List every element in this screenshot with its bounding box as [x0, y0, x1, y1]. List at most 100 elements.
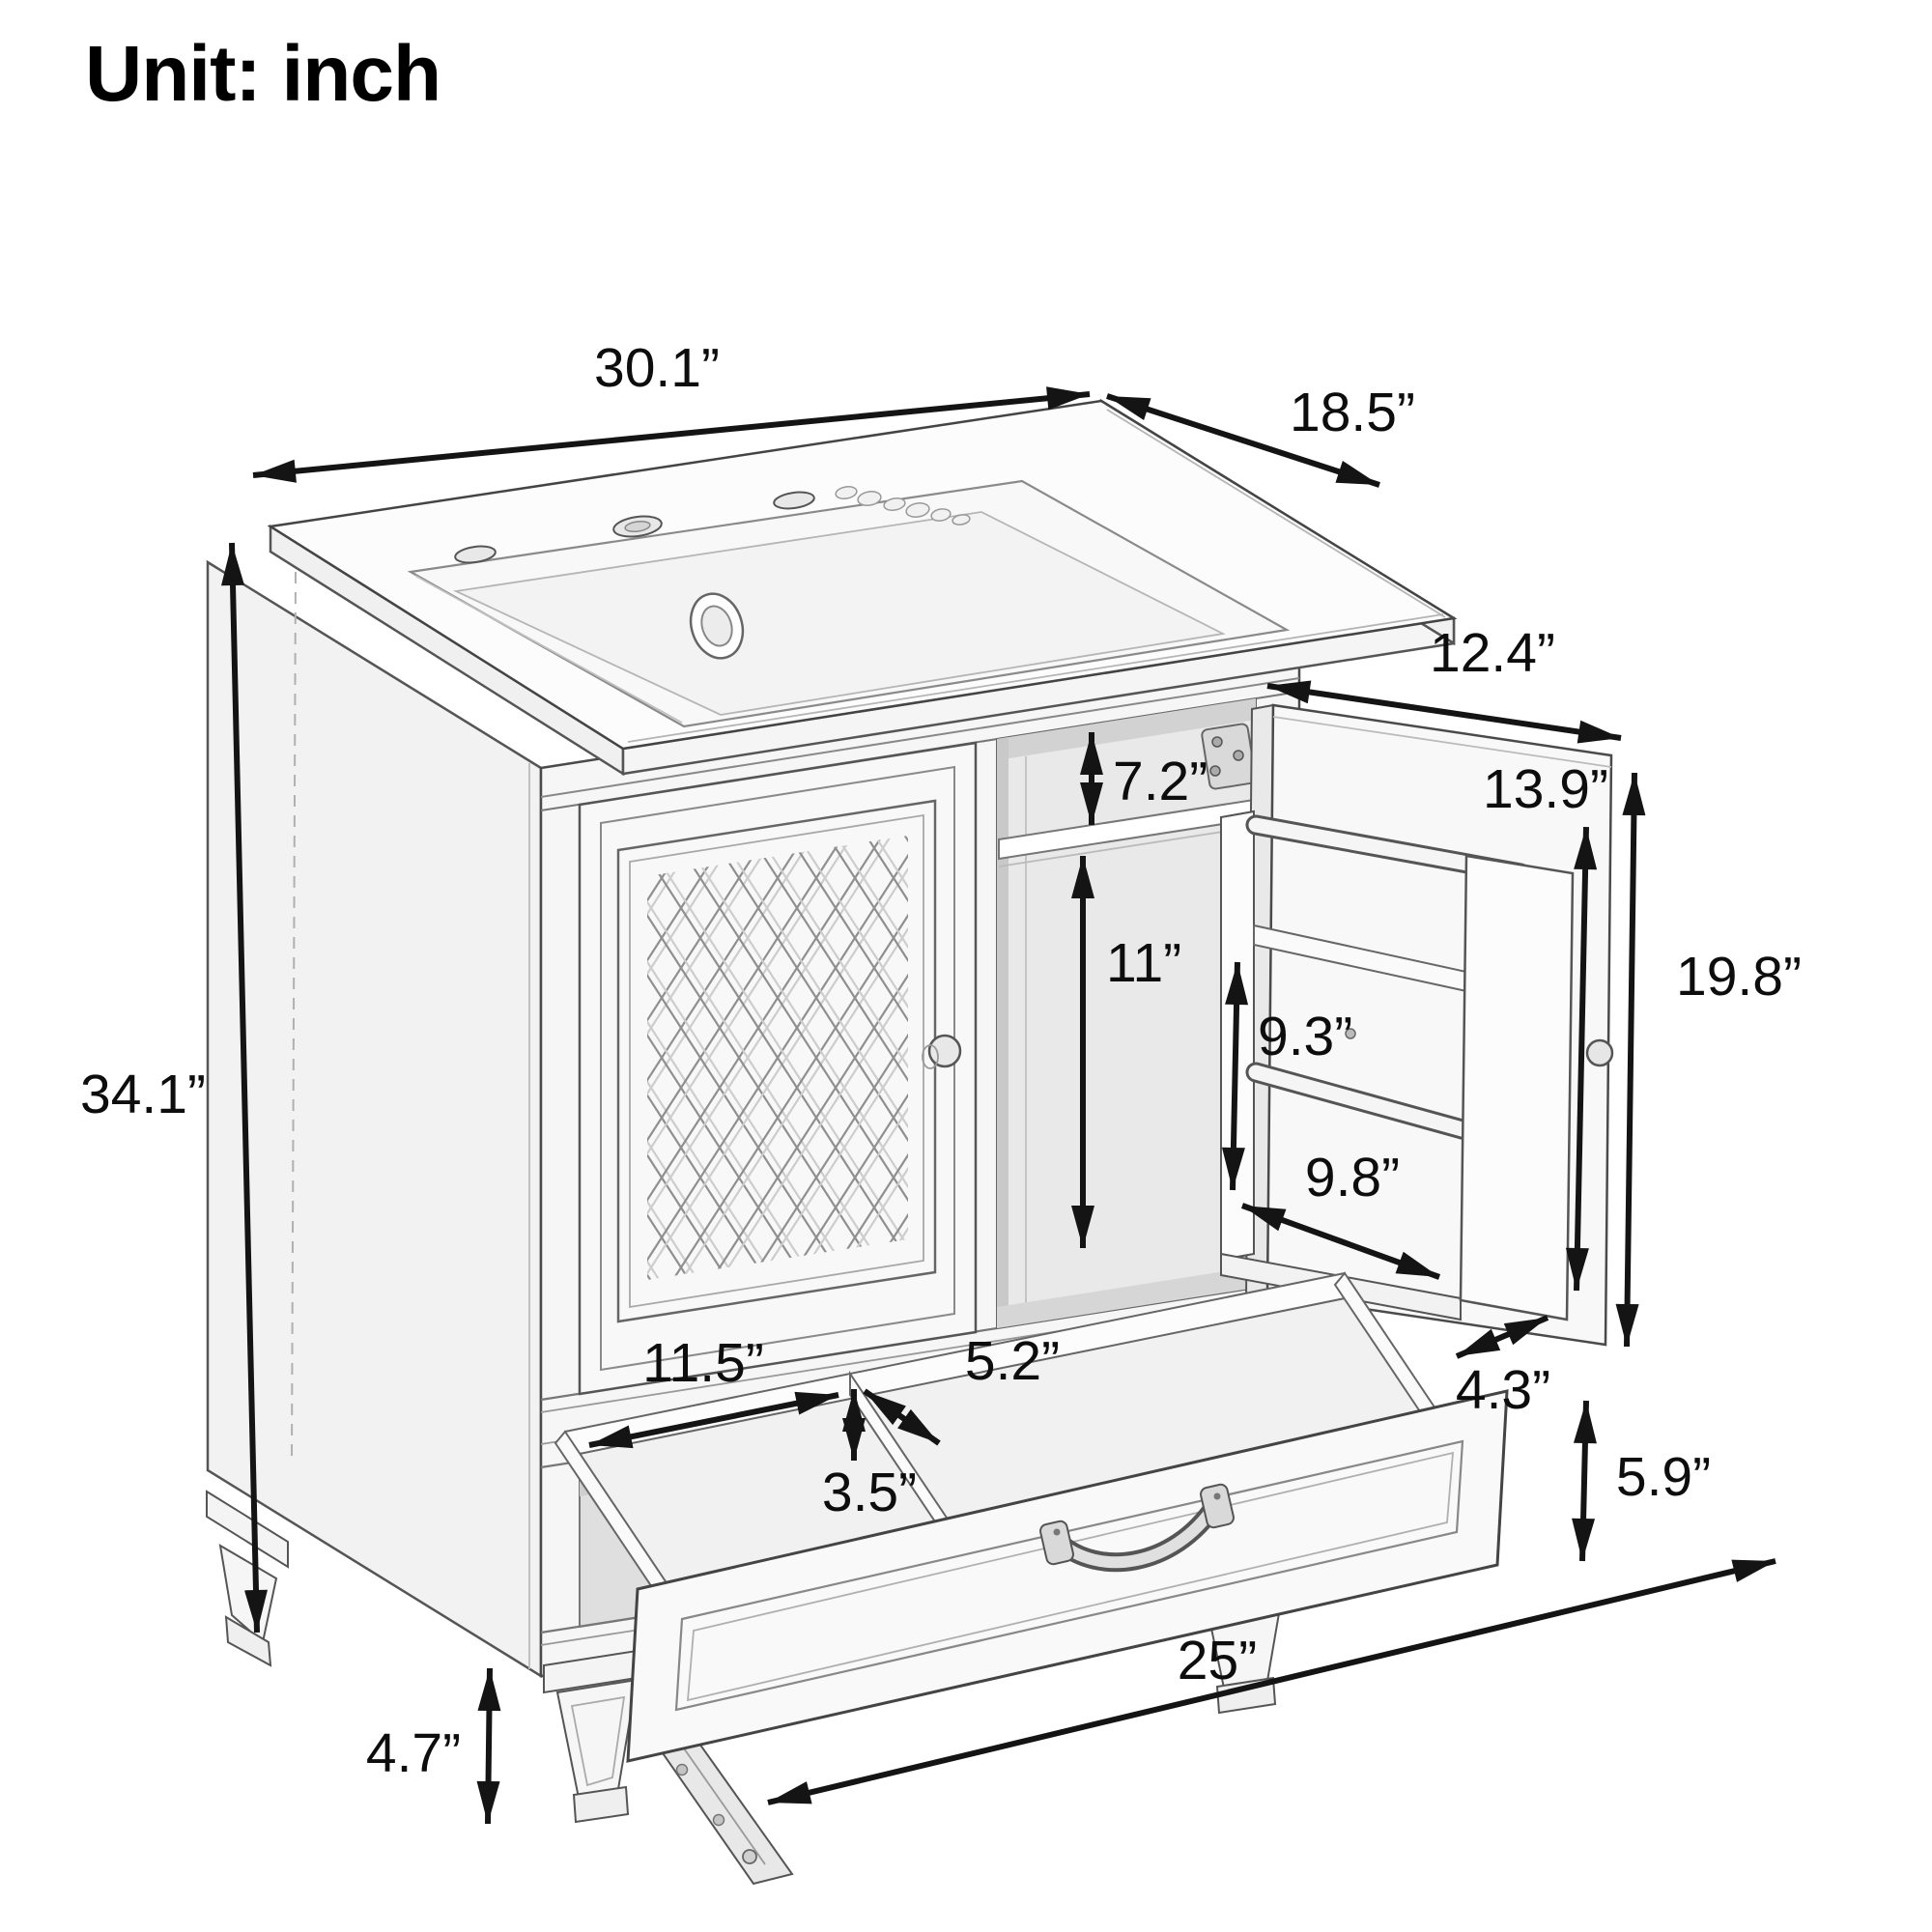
dim-label-counter-width: 30.1”: [594, 337, 720, 399]
lattice-line: [647, 836, 901, 1280]
dim-arrow-drawer-front-height: [1572, 1400, 1597, 1562]
dim-counter-width: 30.1”: [252, 337, 1091, 483]
pebble: [883, 497, 906, 511]
back-left-leg: [206, 1490, 289, 1667]
dim-label-drawer-front-height: 5.9”: [1616, 1446, 1711, 1508]
left-side-panel: [206, 559, 543, 1679]
dim-arrow-rack-depth: [1455, 1315, 1549, 1359]
interior-shelf-support: [998, 826, 1255, 867]
dim-arrow-counter-depth: [1106, 393, 1380, 488]
dim-arrow-counter-width: [252, 386, 1091, 483]
lattice-panel-outline: [616, 799, 937, 1323]
basin-inner-wall: [452, 511, 1226, 716]
drain-overflow-inner: [700, 605, 733, 647]
pebble: [905, 502, 930, 518]
dim-arrow-door-width: [1266, 680, 1622, 744]
hinge-screw: [1209, 765, 1221, 777]
lattice-line: [779, 836, 908, 1280]
dim-rack-height: 13.9”: [1483, 758, 1608, 1292]
soap-ledge-pebbles: [835, 486, 971, 526]
rack-right-wall: [1459, 854, 1575, 1321]
dim-drawer-front-width: 25”: [767, 1558, 1776, 1805]
faucet-hole: [773, 491, 815, 510]
lattice-line: [817, 836, 908, 1280]
lattice-line: [647, 836, 815, 1280]
lattice-line: [647, 836, 824, 1280]
pebble: [930, 508, 952, 522]
dim-rack-depth: 4.3”: [1455, 1315, 1550, 1421]
dim-drawer-front-height: 5.9”: [1572, 1400, 1711, 1562]
left-door-knob-base: [922, 1044, 939, 1069]
hinge-screw: [1233, 750, 1244, 761]
lattice-line: [647, 836, 738, 1280]
lattice-grid: [647, 836, 908, 1280]
lattice-line: [647, 836, 908, 1280]
lattice-line: [817, 836, 908, 1280]
slide-rail-end: [742, 1849, 757, 1864]
dim-label-rack-height: 13.9”: [1483, 758, 1608, 820]
dim-arrow-leg-height: [476, 1667, 501, 1825]
rack-screw: [1345, 1028, 1356, 1039]
opening-left-jamb: [997, 737, 1009, 1328]
dim-label-rack-depth: 4.3”: [1456, 1359, 1550, 1421]
lattice-line: [647, 836, 708, 1280]
opening-top-shadow: [997, 698, 1256, 760]
dim-label-rack-opening-height: 9.3”: [1258, 1006, 1352, 1067]
lattice-line: [856, 836, 908, 1280]
lattice-line: [647, 836, 747, 1280]
opening-bottom-shadow: [997, 1266, 1256, 1328]
lattice-line: [647, 836, 785, 1280]
lattice-line: [647, 836, 699, 1280]
dim-label-drawer-inner-depth: 3.5”: [822, 1462, 917, 1523]
dim-drawer-left-compartment: 11.5”: [588, 1332, 839, 1449]
dim-door-width: 12.4”: [1266, 622, 1622, 744]
dim-label-overall-height: 34.1”: [80, 1064, 206, 1125]
counter-bevel: [627, 613, 1444, 743]
leg-foot: [572, 1785, 630, 1824]
dim-label-door-height: 19.8”: [1676, 946, 1802, 1008]
lattice-line: [856, 836, 908, 1280]
lattice-line: [647, 836, 854, 1280]
back-corner-dashed-edge: [291, 571, 297, 1462]
towel-bar-middle: [1248, 1065, 1501, 1146]
pebble: [952, 514, 971, 526]
top-rail-line: [540, 677, 1300, 798]
lattice-line: [701, 836, 908, 1280]
front-left-leg: [543, 1647, 650, 1824]
dim-arrow-drawer-left-compartment: [588, 1391, 839, 1449]
left-door-knob: [927, 1034, 962, 1068]
handle-screw: [1053, 1528, 1061, 1536]
dim-arrow-rack-height: [1565, 826, 1598, 1292]
lattice-line: [663, 836, 908, 1280]
dim-arrow-drawer-front-width: [767, 1558, 1776, 1805]
lattice-line: [710, 836, 908, 1280]
slide-rail-hole: [712, 1813, 725, 1827]
hinge-screw: [1211, 736, 1223, 748]
lattice-line: [787, 836, 908, 1280]
handle-plate: [1200, 1483, 1235, 1529]
lattice-line: [826, 836, 908, 1280]
dim-label-cabinet-opening-height: 11”: [1106, 932, 1181, 994]
dimensions: 30.1” 18.5” 34.1” 7.2” 11” 12.4”: [80, 337, 1802, 1825]
lattice-line: [647, 836, 699, 1280]
lattice-line: [779, 836, 908, 1280]
lattice-line: [647, 836, 738, 1280]
faucet-hole-center-inner: [624, 520, 651, 533]
lattice-panel-outline-inner: [629, 813, 924, 1309]
dim-arrow-rack-width: [1240, 1203, 1441, 1280]
lattice-line: [647, 836, 708, 1280]
open-door-knob: [1585, 1038, 1614, 1067]
lattice-line: [647, 836, 893, 1280]
lattice-line: [740, 836, 908, 1280]
unit-title: Unit: inch: [85, 30, 441, 118]
dim-leg-height: 4.7”: [366, 1667, 501, 1825]
dim-drawer-inner-depth: 3.5”: [822, 1389, 917, 1523]
lattice-line: [647, 836, 908, 1280]
dim-rack-width: 9.8”: [1240, 1147, 1441, 1280]
dim-cabinet-opening-height: 11”: [1071, 856, 1181, 1248]
dim-arrow-rack-opening-height: [1221, 961, 1249, 1191]
slide-rail-hole: [675, 1763, 689, 1776]
lattice-line: [647, 836, 785, 1280]
